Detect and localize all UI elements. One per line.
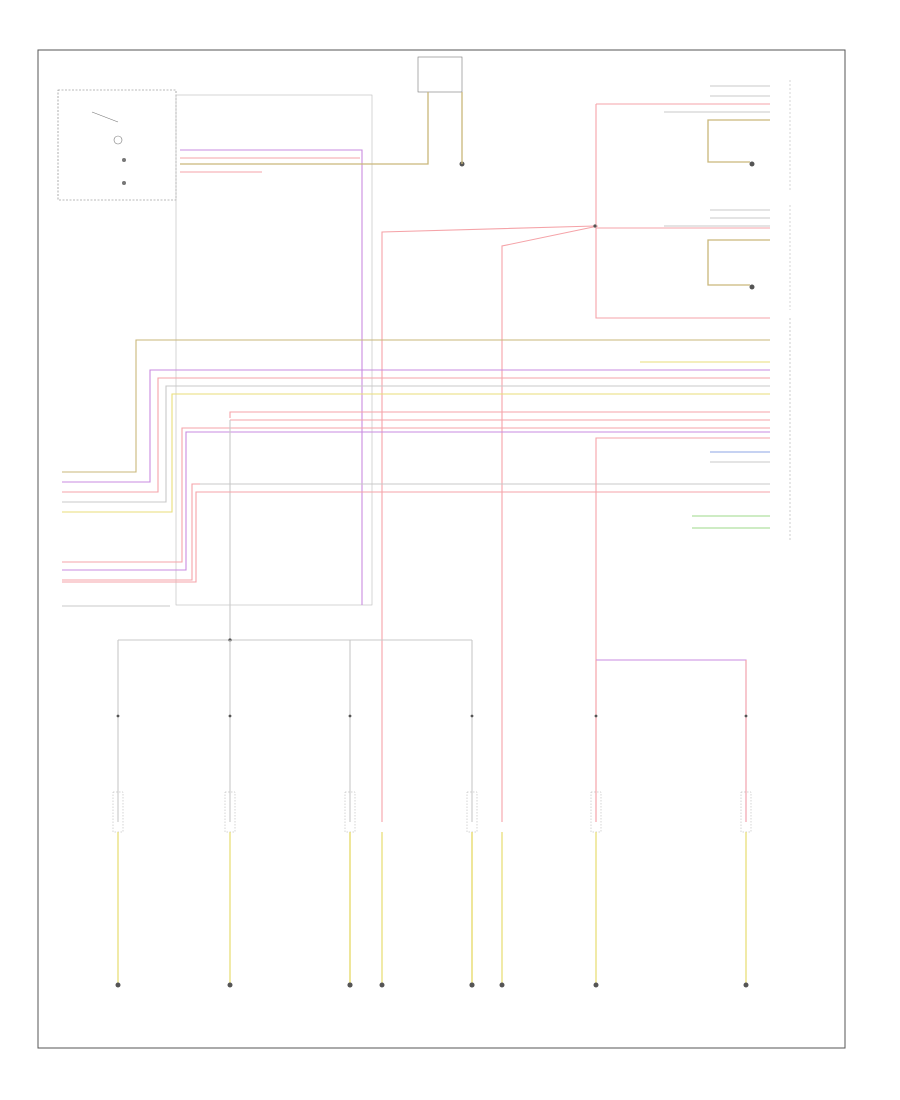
bottom-connector-g5 — [594, 714, 598, 718]
left-unit-connector-box — [175, 94, 373, 606]
wire-red-h5 — [62, 483, 770, 581]
bottom-connector-g2 — [228, 714, 232, 718]
wire-red-h3 — [229, 411, 770, 418]
diagram-border — [37, 49, 846, 1049]
bottom-connector-g6 — [744, 714, 748, 718]
wire-violet-top — [180, 149, 363, 605]
bottom-ground-extra-3 — [469, 982, 475, 988]
right-module-1-ground-icon — [749, 161, 755, 167]
wire-red-feed-bottom — [595, 437, 770, 822]
bottom-ground-extra-1 — [499, 982, 505, 988]
wire-red-vert — [595, 104, 770, 319]
bottom-group-g1 — [112, 640, 124, 988]
left-unit-box — [57, 89, 177, 201]
bottom-ground-g5 — [593, 982, 599, 988]
bottom-ground-g2 — [227, 982, 233, 988]
wire-violet-branch — [596, 659, 747, 822]
bottom-group-g5 — [590, 660, 602, 988]
left-unit-switch — [91, 111, 119, 123]
wire-olive-r1 — [707, 119, 770, 163]
wire-olive-r2 — [707, 239, 770, 286]
left-unit-lamp-a — [122, 158, 126, 162]
junction-red-main — [593, 224, 597, 228]
wire-violet-h2 — [62, 431, 770, 571]
wire-yellow-h1 — [62, 393, 770, 513]
wire-red-main-2 — [501, 225, 599, 822]
top-module-box — [417, 56, 463, 93]
bottom-group-g2 — [224, 640, 236, 988]
wire-olive-h1 — [62, 339, 770, 473]
wire-gray-h1 — [62, 385, 770, 503]
wires — [62, 85, 770, 822]
bottom-ground-extra-0 — [379, 982, 385, 988]
wire-red-h2 — [62, 427, 770, 563]
wire-olive-top — [180, 92, 429, 165]
right-module-2-ground-icon — [749, 284, 755, 290]
bottom-ground-extra-2 — [347, 982, 353, 988]
left-unit-lamp-b — [122, 181, 126, 185]
wire-red-h6 — [62, 491, 770, 583]
bottom-connector-g4 — [470, 714, 474, 718]
bottom-components — [112, 640, 752, 988]
bottom-ground-g6 — [743, 982, 749, 988]
bottom-connector-g1 — [116, 714, 120, 718]
wire-red-h1 — [62, 377, 770, 493]
wire-red-main-1 — [381, 225, 596, 822]
bottom-connector-g3 — [348, 714, 352, 718]
bottom-group-g6 — [740, 660, 752, 988]
left-unit-indicator — [113, 135, 123, 145]
bottom-ground-g1 — [115, 982, 121, 988]
wire-violet-h1 — [62, 369, 770, 483]
